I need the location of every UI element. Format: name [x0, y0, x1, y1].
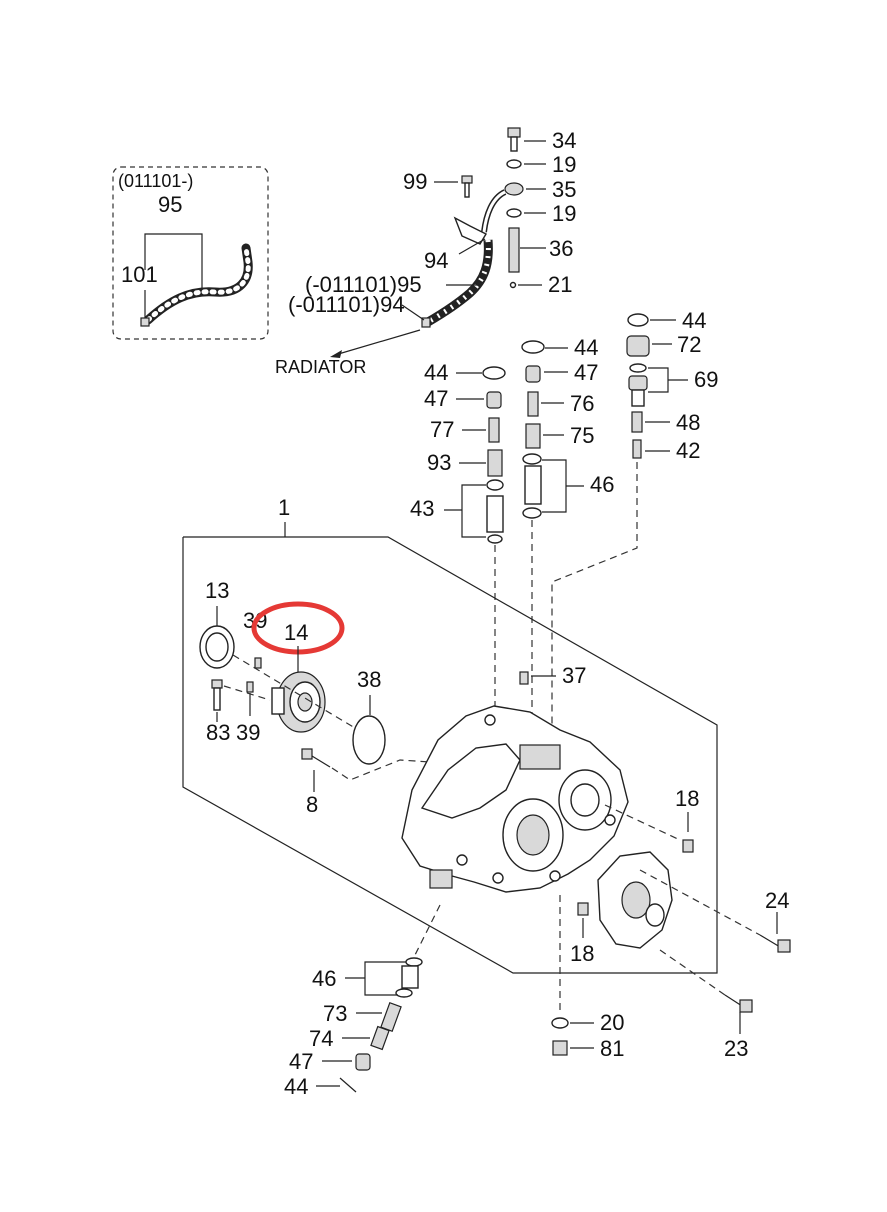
- callout-44-a: 44: [682, 308, 706, 333]
- callout-18-a: 18: [675, 786, 699, 811]
- callout-18-b: 18: [570, 941, 594, 966]
- callout-69: 69: [694, 367, 718, 392]
- callout-43: 43: [410, 496, 434, 521]
- callout-47-b: 47: [424, 386, 448, 411]
- callout-19-b: 19: [552, 201, 576, 226]
- callout-38: 38: [357, 667, 381, 692]
- callout-24: 24: [765, 888, 789, 913]
- callout-36: 36: [549, 236, 573, 261]
- callout-14: 14: [284, 620, 308, 645]
- callout-48: 48: [676, 410, 700, 435]
- radiator-label: RADIATOR: [275, 357, 366, 377]
- drain-group: 20 81: [551, 895, 624, 1061]
- inset-box: (011101-) 95 101: [112, 166, 269, 340]
- callout-47-c: 47: [289, 1049, 313, 1074]
- callout-47-a: 47: [574, 360, 598, 385]
- right-valve-stack: 44 72 69 48 42: [551, 308, 718, 735]
- cooler-line-group: 34 19 99 35 19 36 94 21 (-011101)95 (-01…: [275, 127, 576, 377]
- callout-76: 76: [570, 391, 594, 416]
- callout-39-b: 39: [236, 720, 260, 745]
- callout-73: 73: [323, 1001, 347, 1026]
- callout-13: 13: [205, 578, 229, 603]
- callout-23: 23: [724, 1036, 748, 1061]
- callout-1: 1: [278, 495, 290, 520]
- callout-99: 99: [403, 169, 427, 194]
- callout-37: 37: [562, 663, 586, 688]
- side-cover-icon: [597, 851, 673, 949]
- callout-34: 34: [552, 128, 576, 153]
- housing-assembly: 1 13 39 14 38 83 39: [182, 495, 761, 996]
- callout-42: 42: [676, 438, 700, 463]
- callout-93: 93: [427, 450, 451, 475]
- inset-label-95: 95: [158, 192, 182, 217]
- callout-44-c: 44: [424, 360, 448, 385]
- callout-94-old: (-011101)94: [288, 292, 405, 317]
- callout-95-old: (-011101)95: [305, 272, 422, 297]
- callout-35: 35: [552, 177, 576, 202]
- callout-46-b: 46: [312, 966, 336, 991]
- callout-72: 72: [677, 332, 701, 357]
- callout-21: 21: [548, 272, 572, 297]
- callout-20: 20: [600, 1010, 624, 1035]
- inset-label-101: 101: [121, 262, 158, 287]
- callout-19-a: 19: [552, 152, 576, 177]
- transaxle-case-icon: [401, 705, 629, 893]
- middle-valve-stacks: 44 44 47 47 76 77 75 93 46: [410, 335, 614, 755]
- callout-46-a: 46: [590, 472, 614, 497]
- pump-assembly-icon: [271, 671, 326, 733]
- callout-83: 83: [206, 720, 230, 745]
- inset-date-code: (011101-): [118, 171, 193, 191]
- callout-81: 81: [600, 1036, 624, 1061]
- callout-75: 75: [570, 423, 594, 448]
- callout-74: 74: [309, 1026, 333, 1051]
- right-bolts: 24 23: [724, 888, 791, 1061]
- callout-77: 77: [430, 417, 454, 442]
- callout-44-d: 44: [284, 1074, 308, 1099]
- bottom-valve-stack: 46 73 74 47 44: [284, 904, 441, 1099]
- callout-94: 94: [424, 248, 448, 273]
- callout-44-b: 44: [574, 335, 598, 360]
- callout-8: 8: [306, 792, 318, 817]
